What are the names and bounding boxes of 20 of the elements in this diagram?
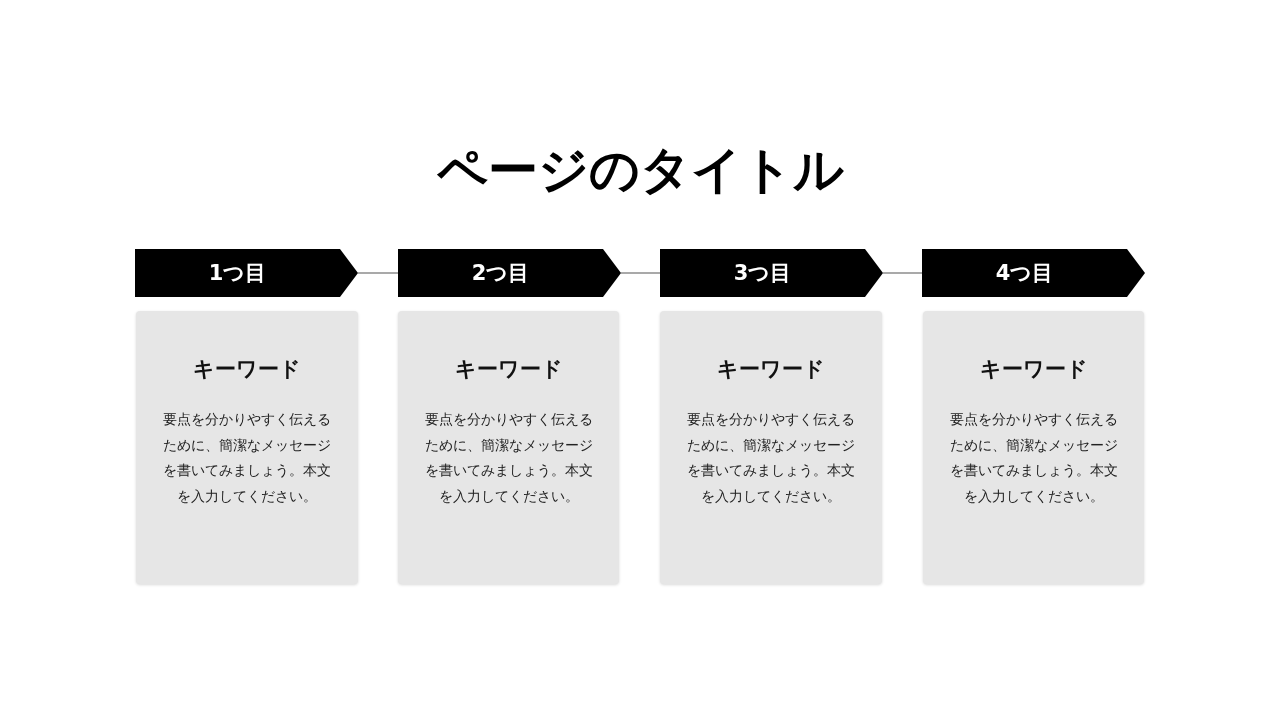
connector-line <box>357 272 399 274</box>
connector-line <box>882 272 923 274</box>
content-card <box>136 311 358 584</box>
connector-line <box>620 272 661 274</box>
step-header: 2つ目 <box>398 249 621 297</box>
step-header: 4つ目 <box>922 249 1145 297</box>
content-card <box>923 311 1144 584</box>
card-body-text: 要点を分かりやすく伝えるために、簡潔なメッセージを書いてみましょう。本文を入力してください。 <box>686 410 856 506</box>
step-header: 1つ目 <box>135 249 358 297</box>
card-heading: キーワード <box>453 356 564 383</box>
card-heading: キーワード <box>192 356 302 383</box>
card-body-text: 要点を分かりやすく伝えるために、簡潔なメッセージを書いてみましょう。本文を入力してください。 <box>948 410 1119 506</box>
step-header: 3つ目 <box>660 249 883 297</box>
card-heading: キーワード <box>978 356 1089 383</box>
card-body-text: 要点を分かりやすく伝えるために、簡潔なメッセージを書いてみましょう。本文を入力してください。 <box>423 410 594 506</box>
card-body-text: 要点を分かりやすく伝えるために、簡潔なメッセージを書いてみましょう。本文を入力してください。 <box>162 410 332 506</box>
content-card <box>660 311 882 584</box>
page-title: ページのタイトル <box>435 140 845 200</box>
content-card <box>398 311 619 584</box>
card-heading: キーワード <box>716 356 826 383</box>
